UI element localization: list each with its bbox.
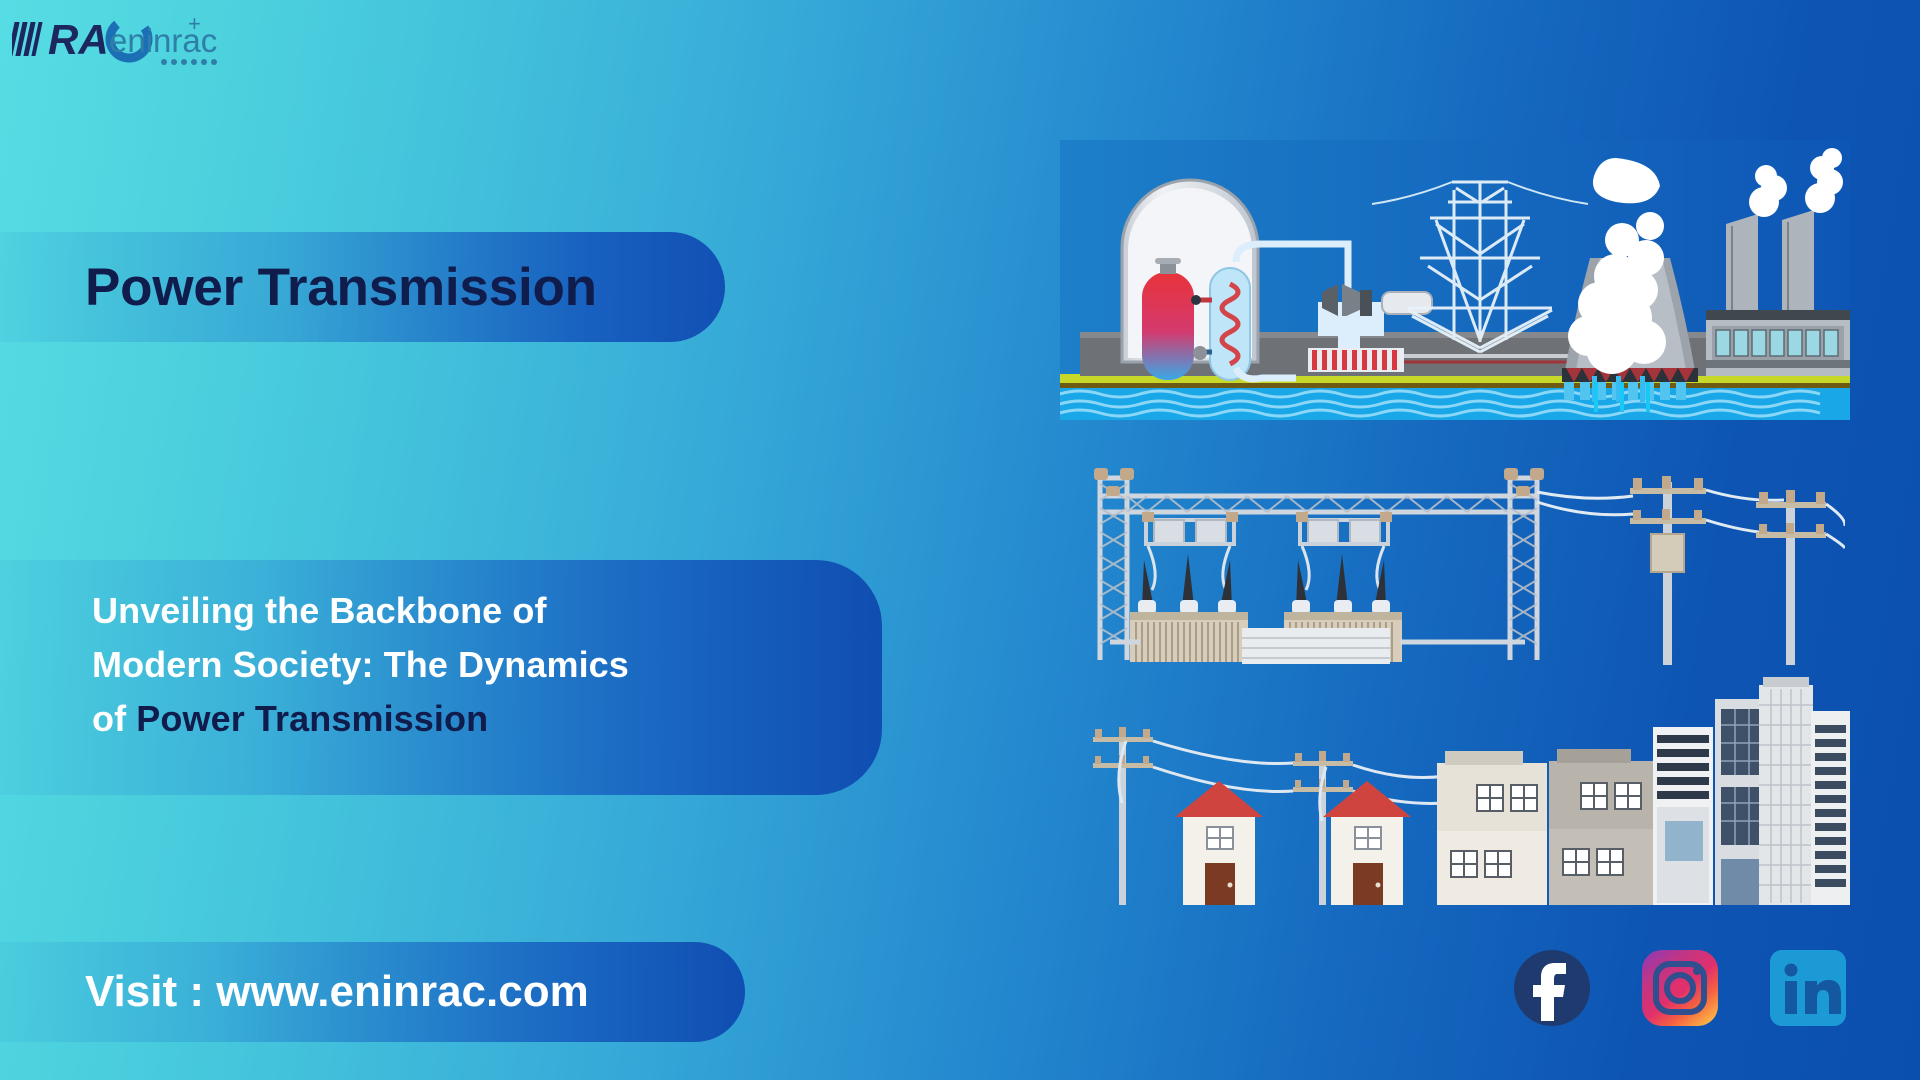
visit-banner[interactable]: Visit : www.eninrac.com	[0, 942, 745, 1042]
social-links	[1512, 948, 1848, 1028]
subtitle-banner: Unveiling the Backbone of Modern Society…	[0, 560, 882, 795]
instagram-icon[interactable]	[1640, 948, 1720, 1028]
city-svg	[1093, 677, 1850, 905]
illustration-substation	[1070, 450, 1845, 665]
title-banner: Power Transmission	[0, 232, 725, 342]
subtitle-line-3-highlight: Power Transmission	[136, 698, 489, 739]
subtitle-line-3: of Power Transmission	[92, 692, 882, 746]
svg-text:+: +	[188, 11, 201, 36]
illustration-city	[1075, 675, 1850, 905]
substation-svg	[1094, 468, 1845, 665]
subtitle-line-1: Unveiling the Backbone of	[92, 590, 547, 631]
page-title: Power Transmission	[85, 257, 597, 317]
visit-url-label: Visit : www.eninrac.com	[85, 967, 589, 1016]
facebook-icon[interactable]	[1512, 948, 1592, 1028]
svg-text:eninrac: eninrac	[109, 22, 217, 59]
logo-svg: RA eninrac +	[12, 11, 217, 65]
subtitle-line-3-white: of	[92, 698, 137, 739]
brand-logo[interactable]: RA eninrac +	[12, 6, 242, 70]
subtitle-line-2: Modern Society: The Dynamics	[92, 644, 629, 685]
illustration-power-plant	[1060, 140, 1850, 420]
svg-text:RA: RA	[48, 16, 109, 63]
linkedin-icon[interactable]	[1768, 948, 1848, 1028]
power-plant-svg	[1060, 140, 1850, 420]
